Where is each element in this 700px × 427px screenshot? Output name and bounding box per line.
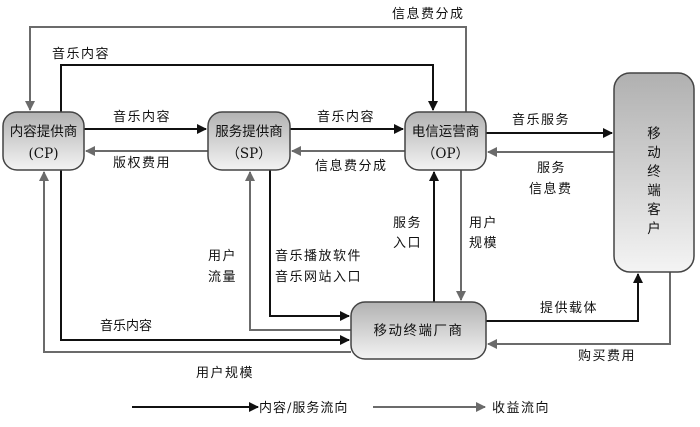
edge-cp-to-mfr-music — [60, 170, 350, 345]
label-op-to-sp-info-fee: 信息费分成 — [315, 158, 388, 174]
legend: 内容/服务流向 收益流向 — [132, 400, 550, 416]
node-customer-char: 客 — [647, 201, 661, 218]
label-cp-to-mfr-music: 音乐内容 — [100, 318, 152, 334]
edge-mfr-to-customer-carrier — [486, 273, 643, 322]
label-cp-to-op-music: 音乐内容 — [52, 46, 110, 62]
edge-sp-to-mfr-software — [269, 170, 350, 321]
node-op-abbr: （OP） — [422, 146, 469, 162]
label-mfr-to-op-entry-2: 入口 — [393, 236, 422, 251]
label-mfr-to-op-entry-1: 服务 — [393, 215, 422, 231]
label-customer-to-mfr-purchase: 购买费用 — [578, 348, 636, 364]
node-op-name: 电信运营商 — [412, 124, 480, 140]
node-sp-abbr: （SP） — [226, 146, 271, 162]
node-customer-char: 端 — [647, 183, 661, 199]
node-customer-char: 终 — [647, 164, 661, 180]
label-op-to-customer-service: 音乐服务 — [512, 112, 570, 128]
node-cp-abbr: (CP) — [29, 146, 59, 162]
node-mfr-name: 移动终端厂商 — [374, 323, 464, 339]
node-terminal-manufacturer: 移动终端厂商 — [350, 301, 487, 360]
label-mfr-to-cp-users: 用户规模 — [196, 365, 254, 381]
node-content-provider: 内容提供商 (CP) — [2, 111, 85, 171]
node-service-provider: 服务提供商 （SP） — [207, 111, 291, 171]
label-op-to-cp-info-fee: 信息费分成 — [392, 6, 465, 22]
label-mfr-to-sp-traffic-2: 流量 — [208, 270, 237, 285]
label-mfr-to-customer-carrier: 提供载体 — [540, 300, 598, 316]
label-sp-to-op-music: 音乐内容 — [317, 109, 375, 125]
label-mfr-to-sp-traffic-1: 用户 — [208, 248, 237, 264]
node-cp-name: 内容提供商 — [10, 123, 78, 140]
node-sp-name: 服务提供商 — [215, 124, 283, 140]
node-mobile-customer: 移 动 终 端 客 户 — [613, 72, 695, 273]
node-telecom-operator: 电信运营商 （OP） — [404, 111, 487, 171]
label-op-to-mfr-users-2: 规模 — [469, 236, 498, 251]
label-customer-to-op-fee-1: 服务 — [537, 160, 566, 176]
edge-mfr-to-cp-users — [39, 171, 351, 353]
label-sp-to-mfr-software-1: 音乐播放软件 — [275, 248, 362, 264]
label-sp-to-cp-copyright: 版权费用 — [113, 155, 171, 171]
edge-cp-to-op-music — [60, 64, 438, 112]
edge-customer-to-mfr-purchase — [487, 272, 671, 349]
label-sp-to-mfr-software-2: 音乐网站入口 — [275, 269, 362, 285]
edge-op-to-cp-info-fee — [25, 26, 467, 112]
node-customer-char: 移 — [647, 126, 661, 142]
legend-revenue-flow-label: 收益流向 — [492, 400, 550, 416]
label-op-to-mfr-users-1: 用户 — [469, 215, 498, 231]
node-customer-char: 动 — [647, 145, 661, 161]
edge-mfr-to-sp-traffic — [245, 171, 351, 331]
label-customer-to-op-fee-2: 信息费 — [529, 181, 573, 197]
node-customer-char: 户 — [647, 220, 661, 237]
label-cp-to-sp-music: 音乐内容 — [113, 109, 171, 125]
legend-content-flow-label: 内容/服务流向 — [259, 400, 348, 416]
